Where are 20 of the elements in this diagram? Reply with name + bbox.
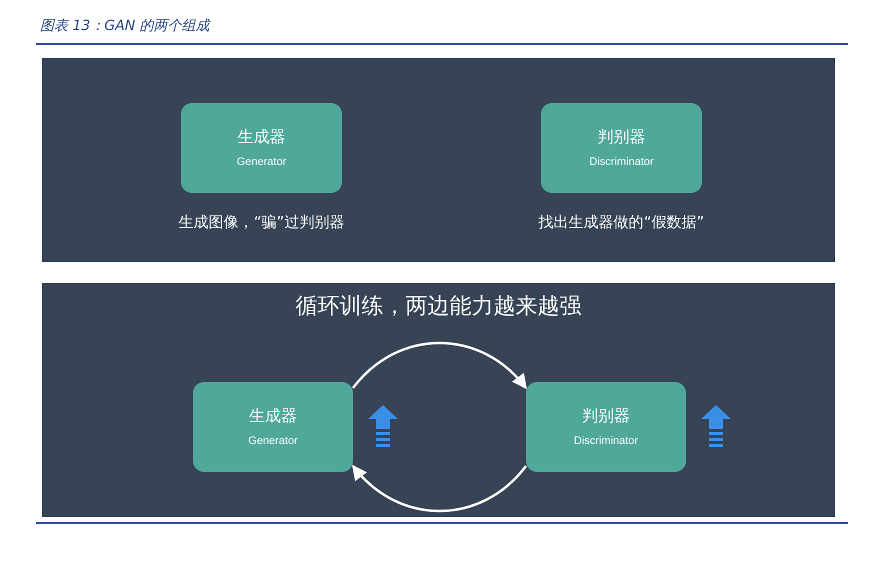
box-subtitle: Generator	[236, 155, 286, 170]
caption-text: 生成图像，“骗”过判别器	[178, 213, 346, 232]
curved-arrow	[352, 342, 527, 390]
box-title: 判别器	[582, 405, 630, 427]
box-subtitle: Discriminator	[574, 434, 638, 449]
figure-title: 图表 13：GAN 的两个组成	[40, 17, 210, 35]
dark-panel	[42, 58, 835, 262]
process-box	[181, 103, 342, 193]
process-box	[541, 103, 702, 193]
box-title: 生成器	[238, 126, 286, 148]
dark-panel	[42, 283, 835, 517]
process-box	[526, 382, 686, 472]
box-subtitle: Generator	[248, 434, 298, 449]
box-title: 生成器	[249, 405, 297, 427]
box-title: 判别器	[598, 126, 646, 148]
box-subtitle: Discriminator	[589, 155, 654, 170]
caption-text: 找出生成器做的“假数据”	[538, 213, 706, 232]
process-box	[193, 382, 353, 472]
curved-arrow	[352, 464, 527, 512]
panel-heading: 循环训练，两边能力越来越强	[294, 293, 582, 321]
